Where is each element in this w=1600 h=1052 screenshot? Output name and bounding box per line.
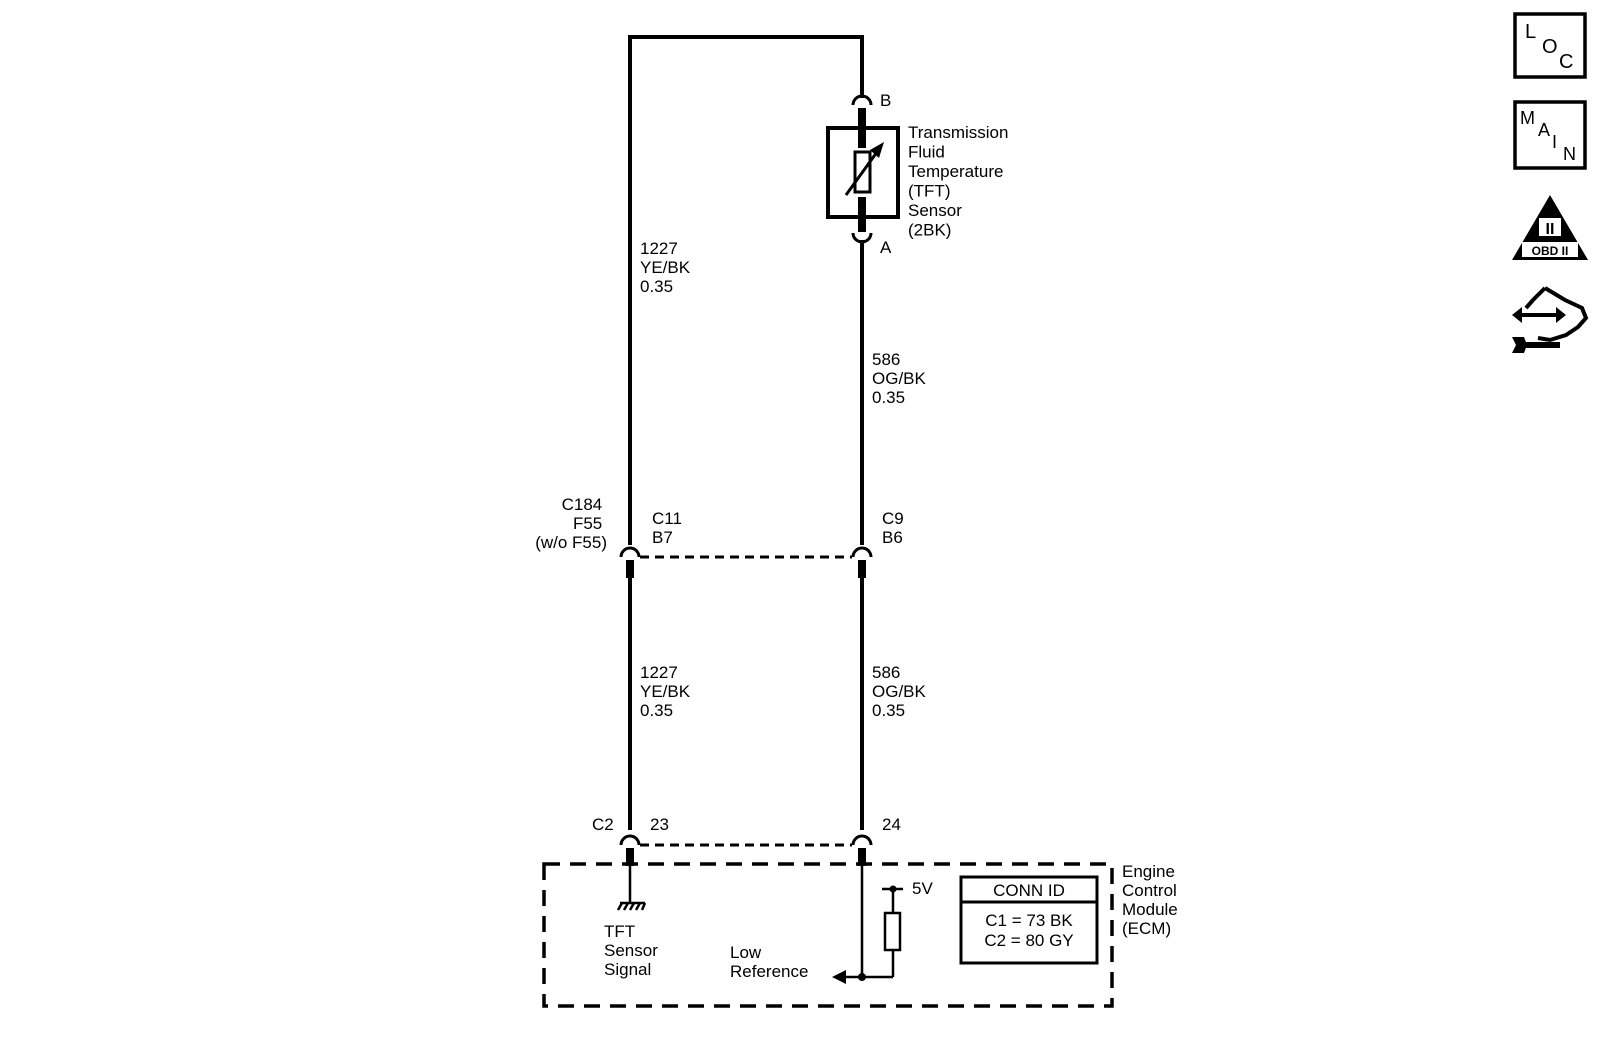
svg-text:C: C (1559, 51, 1573, 73)
svg-text:II: II (1546, 221, 1555, 238)
voltage-label: 5V (912, 879, 933, 898)
main-icon[interactable]: M A I N (1513, 100, 1587, 170)
terminal-23 (619, 834, 641, 866)
ecm-boundary (542, 862, 1114, 1008)
conn-id-c1: C1 = 73 BK (985, 911, 1073, 930)
wire-label-left-upper: 1227 YE/BK 0.35 (640, 239, 695, 296)
terminal-a (851, 215, 873, 244)
ecm-connector-right-pin: 24 (882, 815, 901, 834)
ecm-connector-left-pin: 23 (650, 815, 669, 834)
svg-text:I: I (1552, 132, 1557, 152)
terminal-c11 (619, 546, 641, 578)
svg-text:N: N (1563, 144, 1576, 164)
svg-text:OBD II: OBD II (1532, 244, 1569, 258)
low-reference-circuit (832, 866, 903, 984)
svg-text:L: L (1525, 21, 1536, 43)
ecm-connector-label: C2 (592, 815, 614, 834)
sensor-name: Transmission Fluid Temperature (TFT) Sen… (908, 123, 1013, 240)
ecm-name: Engine Control Module (ECM) (1122, 862, 1183, 938)
inline-connector-label: C184 F55 (w/o F55) (535, 495, 607, 552)
svg-text:O: O (1542, 36, 1558, 58)
sensor-pin-b-label: B (880, 91, 891, 110)
tft-signal-label: TFT Sensor Signal (604, 922, 663, 979)
terminal-24 (851, 834, 873, 866)
loc-icon[interactable]: L O C (1513, 12, 1587, 79)
hand-wrench-icon[interactable] (1512, 286, 1589, 353)
tft-sensor-symbol (826, 126, 900, 219)
low-reference-label: Low Reference (730, 943, 808, 981)
obd-ii-icon[interactable]: II OBD II (1512, 195, 1588, 260)
terminal-c9 (851, 546, 873, 578)
conn-id-c2: C2 = 80 GY (984, 931, 1073, 950)
inline-connector-right-pin: C9 B6 (882, 509, 908, 547)
conn-id-box (959, 875, 1099, 965)
terminal-b (851, 94, 873, 128)
sensor-pin-a-label: A (880, 238, 892, 257)
wire-loop-top (628, 35, 864, 545)
inline-connector-left-pin: C11 B7 (652, 509, 687, 547)
svg-text:M: M (1520, 108, 1535, 128)
wire-label-right-lower: 586 OG/BK 0.35 (872, 663, 931, 720)
wire-label-right-upper: 586 OG/BK 0.35 (872, 350, 931, 407)
wire-label-left-lower: 1227 YE/BK 0.35 (640, 663, 695, 720)
conn-id-title: CONN ID (993, 881, 1065, 900)
ground-symbol (616, 866, 647, 911)
svg-text:A: A (1538, 120, 1550, 140)
pullup-resistor (883, 911, 902, 952)
